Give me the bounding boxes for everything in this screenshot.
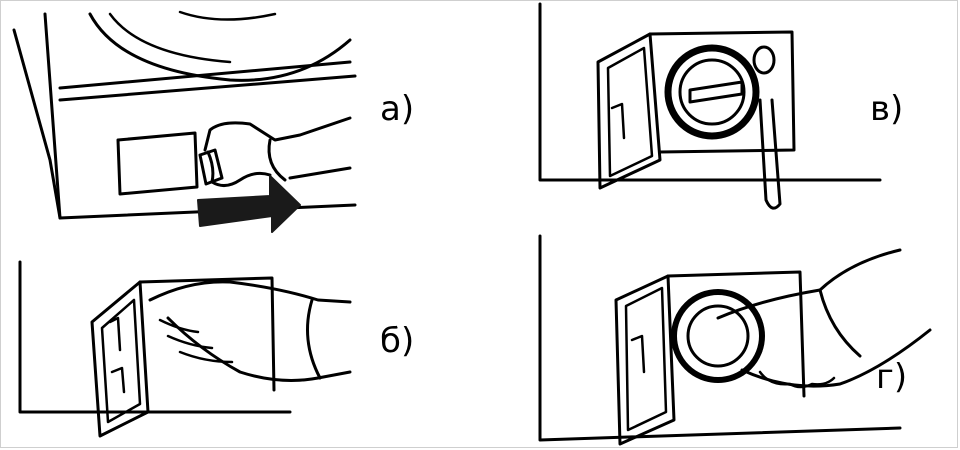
floor-line-b xyxy=(18,260,292,414)
hand-b-fingers-1 xyxy=(158,318,200,334)
panel-v-drawing xyxy=(538,2,882,210)
hatch-door-inner xyxy=(100,298,142,424)
hatch-door-inner-v xyxy=(606,46,654,178)
panel-label-v: в) xyxy=(870,89,904,129)
panel-line-2 xyxy=(58,74,357,102)
hatch-frame-v xyxy=(648,30,796,154)
filter-cap-handle xyxy=(688,80,744,104)
hatch-door-open xyxy=(90,280,150,438)
machine-front-edge xyxy=(43,12,357,220)
hand-b-outline xyxy=(148,280,352,304)
hand-g-upper xyxy=(716,248,902,320)
hand-g-cuff xyxy=(818,288,862,358)
filter-cap-g-inner xyxy=(686,304,750,368)
door-arc-inner xyxy=(108,12,232,64)
hand-fingers xyxy=(203,116,352,152)
panel-line-1 xyxy=(58,60,352,90)
hatch-hook-lower xyxy=(110,366,126,394)
hand-cuff xyxy=(267,138,287,182)
panel-g-drawing xyxy=(538,234,932,446)
hatch-frame xyxy=(138,276,276,392)
hand-wrist xyxy=(288,166,352,180)
hatch-hook-g-1 xyxy=(630,334,646,374)
panel-a-drawing xyxy=(12,10,357,233)
panel-label-a: а) xyxy=(380,89,415,129)
hand-g-fingers xyxy=(758,370,836,389)
door-arc-outer xyxy=(88,12,352,82)
filter-cap-outer xyxy=(664,44,760,140)
hatch-hook-upper xyxy=(108,316,122,352)
panel-label-g: г) xyxy=(876,357,908,397)
floor-line-g xyxy=(538,234,902,442)
panel-b-drawing xyxy=(18,260,352,438)
hatch-door-inner-g xyxy=(624,286,668,432)
hand-b-lower xyxy=(166,316,352,382)
push-arrow xyxy=(197,175,301,233)
machine-side-edge xyxy=(12,28,62,220)
drain-hose xyxy=(758,98,782,210)
filter-cap-inner xyxy=(678,58,746,126)
hatch-door-open-g xyxy=(614,274,676,446)
service-hatch xyxy=(116,131,199,196)
panel-label-b: б) xyxy=(380,321,415,361)
door-arc-top xyxy=(178,10,277,21)
floor-line-v xyxy=(538,2,882,182)
filter-cap-g xyxy=(671,289,765,383)
hand-knuckles xyxy=(206,150,272,187)
hatch-hook-v-1 xyxy=(610,102,626,140)
latch-tab xyxy=(198,148,224,186)
hatch-door-open-v xyxy=(596,32,662,190)
hatch-frame-g xyxy=(666,270,806,398)
hand-b-cuff xyxy=(306,298,322,380)
hand-b-fingers-3 xyxy=(178,350,234,364)
hand-b-fingers-2 xyxy=(166,334,214,350)
drain-port xyxy=(752,45,776,75)
